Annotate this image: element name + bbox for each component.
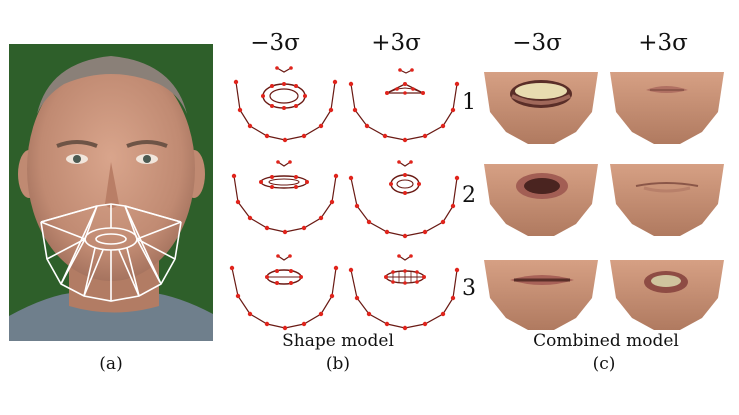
row-label-2: 2: [462, 183, 476, 208]
sublabel-b: (b): [325, 354, 351, 374]
face-photo: [9, 44, 213, 341]
shape-model-row1-plus: [348, 68, 460, 143]
shape-model-row3-plus: [348, 254, 460, 331]
row-label-3: 3: [462, 276, 476, 301]
combined-model-grid: [484, 72, 724, 330]
caption-combined-model: Combined model: [533, 331, 679, 351]
shape-model-row3-minus: [229, 254, 339, 331]
row-label-1: 1: [462, 90, 476, 115]
sublabel-c: (c): [592, 354, 616, 374]
sublabel-a: (a): [99, 354, 123, 374]
combined-row3-minus: [484, 260, 598, 330]
shape-model-row2-minus: [231, 160, 339, 235]
shape-model-row1-minus: [233, 66, 338, 143]
shape-model-row2-plus: [348, 160, 460, 239]
combined-row1-minus: [484, 72, 598, 144]
caption-shape-model: Shape model: [282, 331, 394, 351]
header-c-plus: +3σ: [638, 30, 688, 56]
shape-model-grid: [229, 66, 460, 331]
combined-row2-plus: [610, 164, 724, 236]
combined-row1-plus: [610, 72, 724, 144]
combined-row2-minus: [484, 164, 598, 236]
header-b-plus: +3σ: [371, 30, 421, 56]
header-b-minus: −3σ: [250, 30, 300, 56]
combined-row3-plus: [610, 260, 724, 330]
header-c-minus: −3σ: [512, 30, 562, 56]
